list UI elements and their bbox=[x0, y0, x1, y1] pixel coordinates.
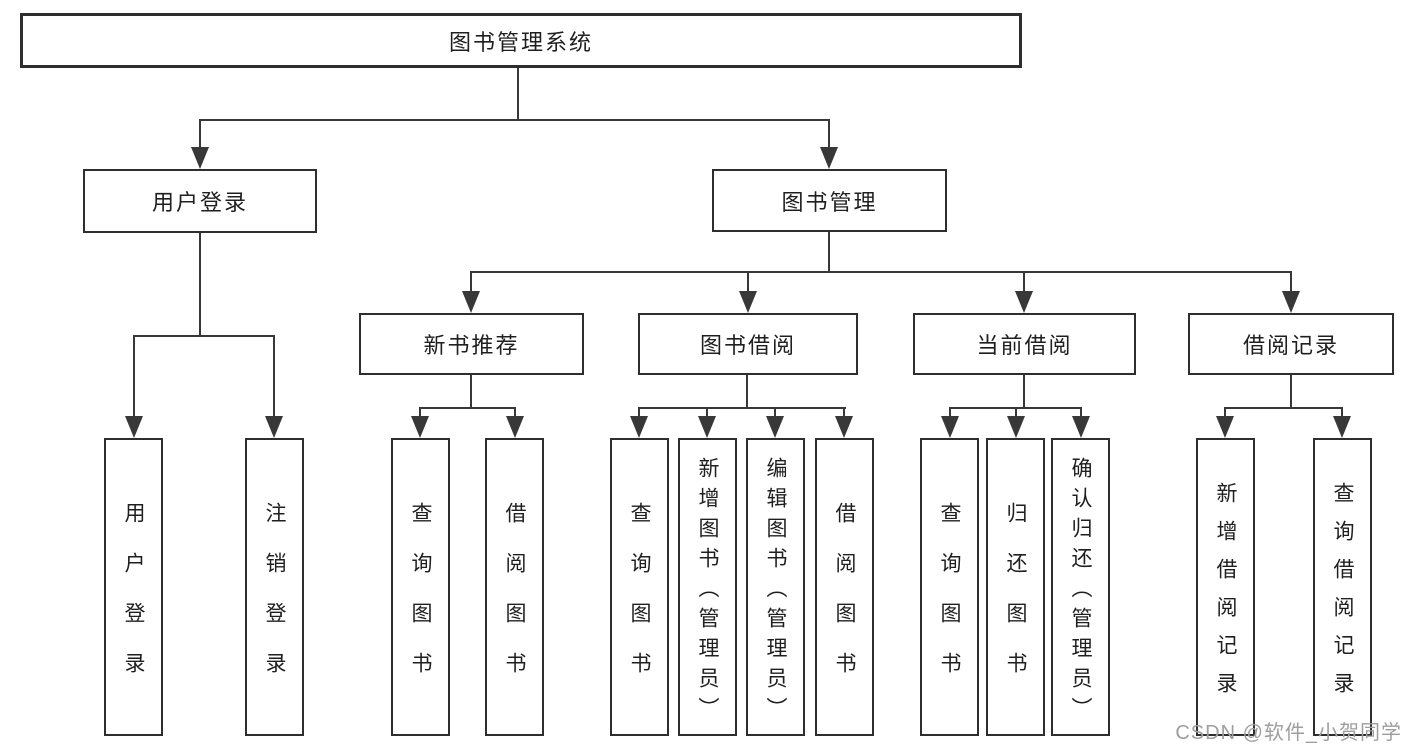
connector-stem-login bbox=[133, 335, 135, 416]
leaf-bb-add-books-admin-label: 新增图书（管理员） bbox=[696, 456, 719, 727]
leaf-nbr-borrow-books: 借阅图书 bbox=[485, 438, 544, 736]
arrowhead-new-book-recommend bbox=[462, 291, 480, 313]
connector-stem-book-management bbox=[828, 119, 830, 148]
leaf-cb-query-books: 查询图书 bbox=[920, 438, 979, 736]
leaf-user-login: 用户登录 bbox=[104, 438, 163, 736]
leaf-br-query-record: 查询借阅记录 bbox=[1313, 438, 1372, 736]
arrowhead-book-management bbox=[820, 147, 838, 169]
leaf-cb-confirm-return-admin-label: 确认归还（管理员） bbox=[1069, 456, 1092, 727]
connector-stem-nbr-borrow-books bbox=[514, 407, 516, 418]
connector-borrowing-records-stub bbox=[1290, 375, 1292, 409]
leaf-cb-return-books-label: 归还图书 bbox=[1004, 501, 1027, 702]
leaf-cb-return-books: 归还图书 bbox=[986, 438, 1045, 736]
arrowhead-logout bbox=[265, 416, 283, 438]
arrowhead-br-query-record bbox=[1333, 416, 1351, 438]
arrowhead-book-borrowing bbox=[739, 291, 757, 313]
connector-stem-br-add-record bbox=[1224, 407, 1226, 418]
connector-stem-book-borrowing bbox=[747, 271, 749, 291]
arrowhead-bb-borrow-books bbox=[835, 416, 853, 438]
connector-user-login-stub bbox=[199, 233, 201, 336]
leaf-logout-label: 注销登录 bbox=[263, 501, 286, 702]
connector-root-branch bbox=[199, 119, 830, 121]
leaf-br-query-record-label: 查询借阅记录 bbox=[1331, 481, 1354, 710]
leaf-br-add-record: 新增借阅记录 bbox=[1196, 438, 1255, 736]
arrowhead-cb-query-books bbox=[941, 416, 959, 438]
arrowhead-bb-edit-books bbox=[766, 416, 784, 438]
leaf-logout: 注销登录 bbox=[245, 438, 304, 736]
connector-book-borrowing-stub bbox=[746, 375, 748, 409]
connector-stem-nbr-query-books bbox=[419, 407, 421, 418]
arrowhead-bb-query-books bbox=[630, 416, 648, 438]
leaf-nbr-query-books: 查询图书 bbox=[391, 438, 450, 736]
connector-new-book-recommend-branch bbox=[419, 407, 516, 409]
arrowhead-borrowing-records bbox=[1282, 291, 1300, 313]
connector-stem-bb-add-books bbox=[706, 407, 708, 418]
connector-stem-current-borrowing bbox=[1023, 271, 1025, 291]
connector-book-management-branch bbox=[470, 271, 1292, 273]
leaf-cb-query-books-label: 查询图书 bbox=[938, 501, 961, 702]
connector-stem-cb-return-books bbox=[1015, 407, 1017, 418]
node-new-book-recommend: 新书推荐 bbox=[359, 313, 584, 375]
connector-stem-borrowing-records bbox=[1290, 271, 1292, 291]
arrowhead-user-login bbox=[191, 147, 209, 169]
leaf-bb-edit-books-admin-label: 编辑图书（管理员） bbox=[764, 456, 787, 727]
node-book-management: 图书管理 bbox=[712, 169, 947, 232]
leaf-bb-edit-books-admin: 编辑图书（管理员） bbox=[746, 438, 805, 736]
leaf-bb-borrow-books-label: 借阅图书 bbox=[833, 501, 856, 702]
csdn-watermark: CSDN @软件_小贺同学 bbox=[1175, 722, 1402, 744]
leaf-nbr-borrow-books-label: 借阅图书 bbox=[503, 501, 526, 702]
leaf-user-login-label: 用户登录 bbox=[122, 501, 145, 702]
connector-stem-bb-borrow-books bbox=[843, 407, 845, 418]
connector-stem-logout bbox=[273, 335, 275, 416]
node-borrowing-records: 借阅记录 bbox=[1188, 313, 1394, 375]
connector-user-login-branch bbox=[133, 335, 275, 337]
connector-stem-cb-confirm-return bbox=[1080, 407, 1082, 418]
connector-current-borrowing-stub bbox=[1023, 375, 1025, 409]
leaf-br-add-record-label: 新增借阅记录 bbox=[1214, 481, 1237, 710]
connector-book-borrowing-branch bbox=[638, 407, 846, 409]
leaf-bb-add-books-admin: 新增图书（管理员） bbox=[678, 438, 737, 736]
node-book-borrowing: 图书借阅 bbox=[638, 313, 858, 375]
leaf-nbr-query-books-label: 查询图书 bbox=[409, 501, 432, 702]
connector-stem-bb-query-books bbox=[638, 407, 640, 418]
connector-stem-cb-query-books bbox=[949, 407, 951, 418]
connector-stem-br-query-record bbox=[1341, 407, 1343, 418]
connector-stem-user-login bbox=[199, 119, 201, 148]
leaf-bb-query-books-label: 查询图书 bbox=[628, 501, 651, 702]
connector-new-book-recommend-stub bbox=[470, 375, 472, 409]
arrowhead-br-add-record bbox=[1216, 416, 1234, 438]
connector-stem-bb-edit-books bbox=[774, 407, 776, 418]
leaf-cb-confirm-return-admin: 确认归还（管理员） bbox=[1051, 438, 1110, 736]
connector-borrowing-records-branch bbox=[1224, 407, 1343, 409]
node-user-login: 用户登录 bbox=[83, 169, 317, 233]
connector-root-stub bbox=[517, 68, 519, 121]
arrowhead-current-borrowing bbox=[1015, 291, 1033, 313]
connector-book-management-stub bbox=[828, 232, 830, 273]
node-root: 图书管理系统 bbox=[20, 13, 1022, 68]
connector-stem-new-book-recommend bbox=[470, 271, 472, 291]
arrowhead-cb-confirm-return bbox=[1072, 416, 1090, 438]
arrowhead-nbr-borrow-books bbox=[506, 416, 524, 438]
arrowhead-bb-add-books bbox=[698, 416, 716, 438]
arrowhead-nbr-query-books bbox=[411, 416, 429, 438]
node-current-borrowing: 当前借阅 bbox=[913, 313, 1136, 375]
leaf-bb-borrow-books: 借阅图书 bbox=[815, 438, 874, 736]
arrowhead-cb-return-books bbox=[1007, 416, 1025, 438]
leaf-bb-query-books: 查询图书 bbox=[610, 438, 669, 736]
arrowhead-login bbox=[125, 416, 143, 438]
